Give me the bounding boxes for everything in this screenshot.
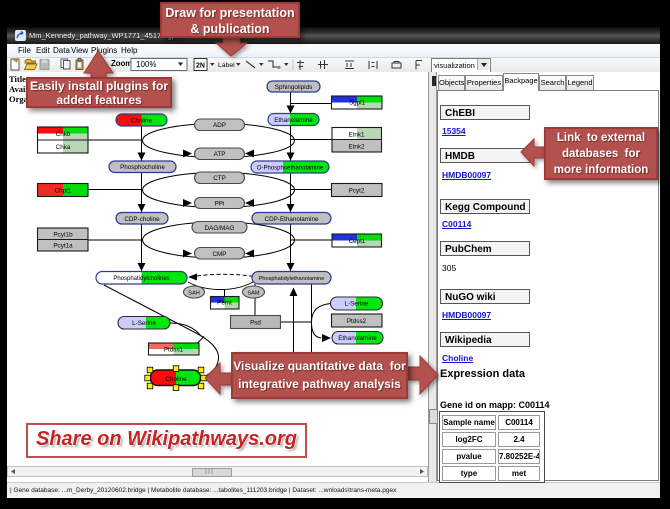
svg-text:Ethanolamine: Ethanolamine xyxy=(338,335,377,342)
svg-text:Organis: Organis xyxy=(9,94,39,104)
svg-text:Chkb: Chkb xyxy=(56,131,71,138)
svg-text:Pemt: Pemt xyxy=(217,300,232,307)
svg-text:100%: 100% xyxy=(136,60,156,69)
svg-text:Ptdss1: Ptdss1 xyxy=(164,346,184,353)
svg-text:O-Phosphoethanolamine: O-Phosphoethanolamine xyxy=(257,166,324,172)
svg-text:Ethanolamine: Ethanolamine xyxy=(274,117,313,124)
svg-text:PPi: PPi xyxy=(215,201,225,208)
svg-text:Availab: Availab xyxy=(9,84,37,94)
svg-text:Phosphatidylcholines: Phosphatidylcholines xyxy=(113,276,169,282)
svg-text:ADP: ADP xyxy=(213,122,226,129)
svg-text:DAG/MAG: DAG/MAG xyxy=(205,225,235,232)
svg-text:Chka: Chka xyxy=(56,144,71,151)
svg-text:CDP-choline: CDP-choline xyxy=(124,216,160,223)
svg-text:Ptdss2: Ptdss2 xyxy=(347,318,367,325)
svg-text:SAH: SAH xyxy=(188,290,200,296)
svg-text:Choline: Choline xyxy=(165,376,187,383)
svg-text:2N: 2N xyxy=(196,63,205,70)
svg-text:Sphingolipids: Sphingolipids xyxy=(275,84,312,91)
svg-text:Chpt1: Chpt1 xyxy=(55,188,72,195)
svg-text:SAM: SAM xyxy=(247,290,259,296)
svg-text:Etnk1: Etnk1 xyxy=(348,131,365,138)
svg-text:Phosphatidylethanolamine: Phosphatidylethanolamine xyxy=(259,276,325,282)
svg-text:Phosphocholine: Phosphocholine xyxy=(120,164,165,171)
svg-text:Etnk2: Etnk2 xyxy=(348,144,365,151)
svg-text:CMP: CMP xyxy=(213,251,227,258)
svg-text:Pcyt2: Pcyt2 xyxy=(349,188,365,195)
svg-text:Label: Label xyxy=(218,62,235,69)
svg-text:Title:: Title: xyxy=(9,74,29,84)
svg-text:Pcyt1a: Pcyt1a xyxy=(53,243,73,250)
svg-text:Choline: Choline xyxy=(131,118,153,125)
svg-text:CTP: CTP xyxy=(213,175,226,182)
svg-text:Cept1: Cept1 xyxy=(349,238,366,245)
svg-text:L-Serine: L-Serine xyxy=(132,320,156,327)
svg-text:ATP: ATP xyxy=(214,151,226,158)
svg-text:Psd: Psd xyxy=(250,320,261,327)
svg-text:CDP-Ethanolamine: CDP-Ethanolamine xyxy=(265,216,319,223)
svg-text:Pcyt1b: Pcyt1b xyxy=(53,232,73,239)
svg-text:Sgpl1: Sgpl1 xyxy=(349,100,366,107)
svg-text:L-Serine: L-Serine xyxy=(345,301,369,308)
svg-text:Zoom:: Zoom: xyxy=(111,59,135,68)
